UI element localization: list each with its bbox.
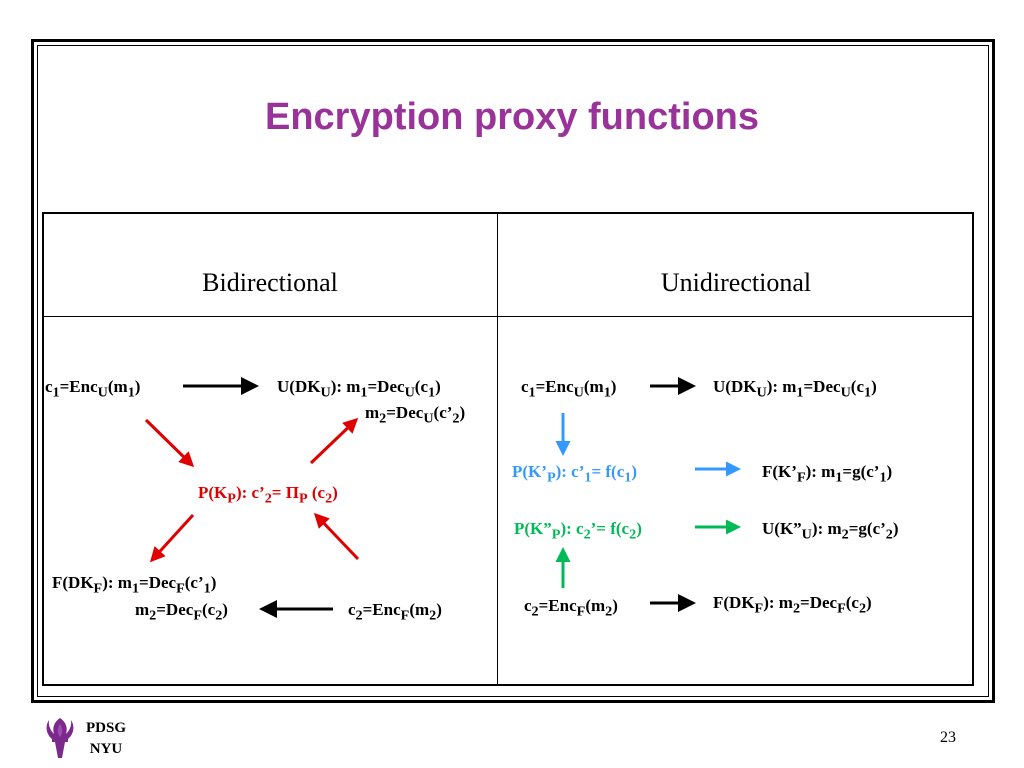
bi-f-dec1: F(DKF): m1=DecF(c’1) (52, 573, 217, 597)
bi-c1-enc: c1=EncU(m1) (45, 377, 141, 401)
arrow-red-c2-to-proxy (313, 512, 360, 561)
uni-c1-enc: c1=EncU(m1) (521, 377, 617, 401)
page-number: 23 (940, 729, 956, 746)
nyu-torch-logo-icon (46, 718, 74, 758)
bi-proxy: P(KP): c’2= ΠP (c2) (198, 483, 338, 507)
table-header-divider (42, 316, 974, 317)
uni-proxy1: P(K’P): c’1= f(c1) (512, 462, 638, 486)
uni-f-recv: F(K’F): m1=g(c’1) (762, 462, 893, 486)
bi-c2-enc: c2=EncF(m2) (348, 600, 442, 624)
table-column-divider (497, 212, 498, 686)
slide-inner-frame (37, 45, 989, 697)
slide-title: Encryption proxy functions (264, 96, 760, 138)
bi-f-dec2: m2=DecF(c2) (135, 600, 228, 624)
uni-u-recv: U(K”U): m2=g(c’2) (762, 519, 899, 543)
arrow-red-proxy-to-u (309, 417, 359, 465)
arrow-red-proxy-to-f (149, 513, 195, 563)
arrow-red-c1-to-proxy (144, 418, 195, 468)
footer-line2: NYU (89, 741, 123, 757)
header-unidirectional: Unidirectional (660, 268, 812, 297)
uni-proxy2: P(K”P): c2’= f(c2) (514, 519, 642, 543)
footer-label: PDSG NYU (86, 718, 126, 760)
slide-outer-frame (31, 39, 995, 703)
comparison-table (42, 212, 974, 686)
uni-c2-enc: c2=EncF(m2) (524, 596, 618, 620)
header-bidirectional: Bidirectional (202, 268, 338, 297)
bi-u-dec1: U(DKU): m1=DecU(c1) (277, 377, 441, 401)
uni-u-dec: U(DKU): m1=DecU(c1) (713, 377, 877, 401)
bi-u-dec2: m2=DecU(c’2) (365, 403, 466, 427)
uni-f-dec: F(DKF): m2=DecF(c2) (713, 593, 872, 617)
footer-line1: PDSG (86, 720, 127, 736)
